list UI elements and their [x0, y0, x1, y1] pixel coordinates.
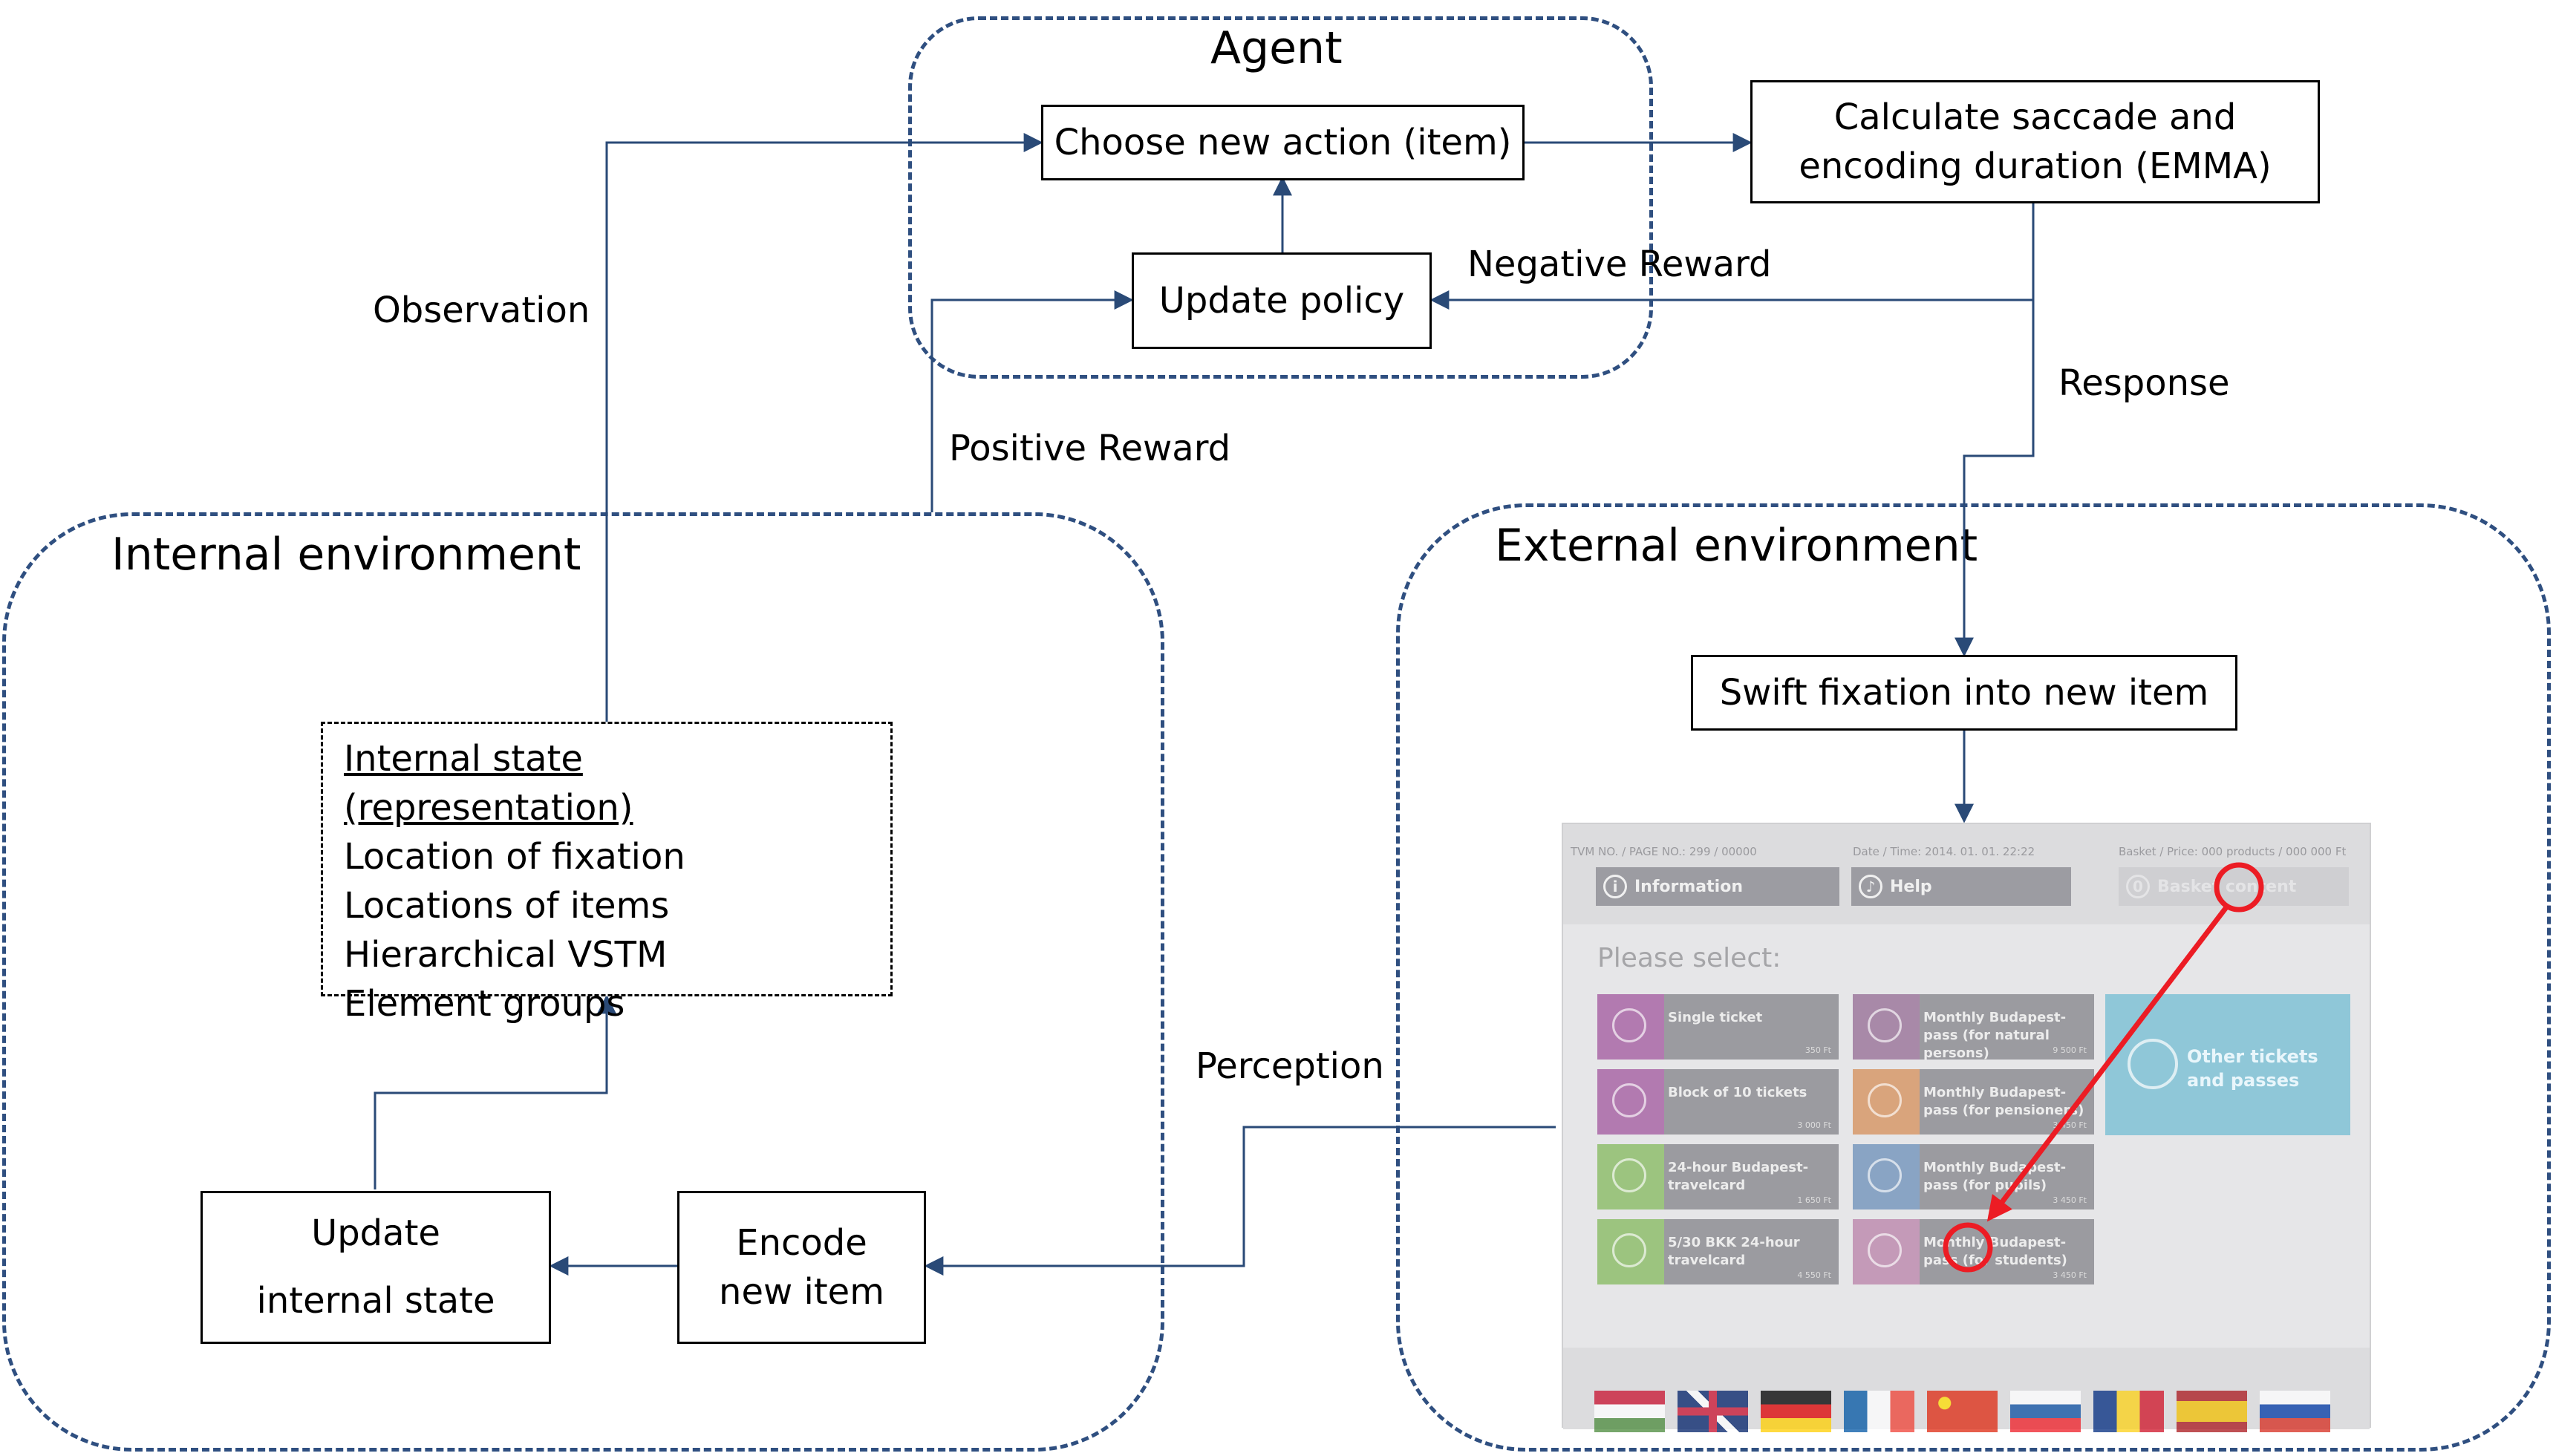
- kiosk-ticket-tile[interactable]: Block of 10 tickets 3 000 Ft: [1597, 1069, 1839, 1135]
- internal-state-box: Internal state (representation) Location…: [321, 722, 893, 1025]
- kiosk-other-tickets-tile[interactable]: Other tickets and passes: [2105, 994, 2350, 1135]
- book-icon: [1868, 1158, 1902, 1192]
- update-internal-state-box: Update internal state: [200, 1191, 551, 1344]
- kiosk-basket-label: Basket content: [2157, 877, 2297, 896]
- kiosk-other-tickets-label: Other tickets and passes: [2187, 1046, 2318, 1091]
- kiosk-tile-icon-area: [1853, 1219, 1920, 1284]
- kiosk-basket-button[interactable]: 0 Basket content: [2119, 867, 2349, 906]
- germany-flag[interactable]: [1761, 1391, 1831, 1432]
- kiosk-tile-price: 9 500 Ft: [2053, 1045, 2087, 1055]
- calculate-saccade-box: Calculate saccade and encoding duration …: [1750, 80, 2320, 203]
- hungary-flag[interactable]: [1594, 1391, 1665, 1432]
- kiosk-ticket-tile[interactable]: Monthly Budapest-pass (for pensioners) 3 …: [1853, 1069, 2094, 1135]
- kiosk-tile-icon-area: [1853, 994, 1920, 1060]
- kiosk-language-bar: [1563, 1348, 2370, 1432]
- internal-state-title: Internal state (representation): [344, 738, 633, 829]
- swift-fixation-box: Swift fixation into new item: [1691, 655, 2237, 731]
- kiosk-tile-label: Monthly Budapest-pass (for pensioners): [1923, 1085, 2084, 1118]
- agent-region-title: Agent: [1210, 22, 1343, 74]
- kiosk-header-right: Basket / Price: 000 products / 000 000 F…: [2119, 845, 2347, 858]
- kiosk-tile-price: 1 650 Ft: [1797, 1195, 1831, 1205]
- observation-label: Observation: [373, 290, 590, 331]
- kiosk-header: TVM NO. / PAGE NO.: 299 / 00000 Date / T…: [1563, 824, 2370, 924]
- internal-state-item: Location of fixation: [344, 836, 685, 878]
- kiosk-tile-icon-area: [1597, 1144, 1664, 1209]
- speaker-icon: ♪: [1859, 875, 1882, 898]
- kiosk-tile-price: 4 550 Ft: [1797, 1270, 1831, 1280]
- kiosk-tile-price: 3 000 Ft: [1797, 1120, 1831, 1130]
- internal-environment-title: Internal environment: [111, 529, 581, 581]
- kiosk-tile-icon-area: [1597, 1069, 1664, 1135]
- perception-label: Perception: [1196, 1045, 1384, 1087]
- update-policy-box: Update policy: [1132, 252, 1432, 349]
- kiosk-tile-label: 24-hour Budapest-travelcard: [1668, 1160, 1809, 1193]
- kiosk-tile-price: 3 450 Ft: [2053, 1120, 2087, 1130]
- kiosk-tile-icon-area: [1597, 994, 1664, 1060]
- kiosk-help-label: Help: [1890, 877, 1932, 896]
- positive-reward-label: Positive Reward: [949, 428, 1231, 469]
- spain-flag[interactable]: [2177, 1391, 2247, 1432]
- kiosk-tile-icon-area: [1853, 1069, 1920, 1135]
- china-flag[interactable]: [1927, 1391, 1998, 1432]
- person-icon: [1868, 1008, 1902, 1042]
- kiosk-tile-icon-area: [1853, 1144, 1920, 1209]
- kiosk-help-button[interactable]: ♪ Help: [1851, 867, 2071, 906]
- kiosk-ticket-tile[interactable]: Monthly Budapest-pass (for students) 3 45…: [1853, 1219, 2094, 1284]
- kiosk-ticket-tile[interactable]: Monthly Budapest-pass (for natural perso…: [1853, 994, 2094, 1061]
- ticket-icon: [1612, 1008, 1646, 1042]
- france-flag[interactable]: [1844, 1391, 1914, 1432]
- encode-new-item-box: Encode new item: [677, 1191, 926, 1344]
- ticket-kiosk-screen: TVM NO. / PAGE NO.: 299 / 00000 Date / T…: [1562, 823, 2371, 1432]
- internal-environment-region: [2, 512, 1164, 1452]
- kiosk-please-select: Please select:: [1597, 943, 1781, 973]
- graduation-cap-icon: [1868, 1233, 1902, 1267]
- kiosk-header-left: TVM NO. / PAGE NO.: 299 / 00000: [1571, 845, 1757, 858]
- info-icon: i: [1603, 875, 1627, 898]
- kiosk-tile-label: Monthly Budapest-pass (for pupils): [1923, 1160, 2067, 1193]
- romania-flag[interactable]: [2093, 1391, 2164, 1432]
- internal-state-item: Locations of items: [344, 885, 670, 927]
- kiosk-information-label: Information: [1634, 877, 1743, 896]
- kiosk-tile-icon-area: [1597, 1219, 1664, 1284]
- kiosk-ticket-tile[interactable]: 24-hour Budapest-travelcard 1 650 Ft: [1597, 1144, 1839, 1209]
- kiosk-tile-price: 350 Ft: [1804, 1045, 1831, 1055]
- response-label: Response: [2058, 362, 2230, 404]
- 24h-icon: [1612, 1158, 1646, 1192]
- uk-flag[interactable]: [1678, 1391, 1748, 1432]
- kiosk-tile-price: 3 450 Ft: [2053, 1195, 2087, 1205]
- internal-state-item: Hierarchical VSTM: [344, 934, 668, 976]
- kiosk-ticket-tile[interactable]: Single ticket 350 Ft: [1597, 994, 1839, 1060]
- ticket-stack-icon: [2128, 1039, 2178, 1089]
- kiosk-tile-price: 3 450 Ft: [2053, 1270, 2087, 1280]
- kiosk-information-button[interactable]: i Information: [1596, 867, 1839, 906]
- russia-flag[interactable]: [2260, 1391, 2330, 1432]
- ticket-block-icon: [1612, 1083, 1646, 1117]
- kiosk-ticket-tile[interactable]: 5/30 BKK 24-hour travelcard 4 550 Ft: [1597, 1219, 1839, 1284]
- kiosk-tile-label: Monthly Budapest-pass (for students): [1923, 1235, 2067, 1268]
- kiosk-ticket-tile[interactable]: Monthly Budapest-pass (for pupils) 3 450 …: [1853, 1144, 2094, 1209]
- choose-action-box: Choose new action (item): [1041, 105, 1525, 180]
- pentagon-icon: [1868, 1083, 1902, 1117]
- external-environment-title: External environment: [1495, 520, 1978, 572]
- negative-reward-label: Negative Reward: [1467, 244, 1772, 285]
- kiosk-tile-label: Single ticket: [1668, 1010, 1763, 1025]
- 5-30-icon: [1612, 1233, 1646, 1267]
- kiosk-tile-label: Block of 10 tickets: [1668, 1085, 1807, 1100]
- kiosk-tile-label: 5/30 BKK 24-hour travelcard: [1668, 1235, 1800, 1268]
- kiosk-header-mid: Date / Time: 2014. 01. 01. 22:22: [1853, 845, 2035, 858]
- internal-state-item: Element groups: [344, 983, 625, 1025]
- basket-icon: 0: [2126, 875, 2150, 898]
- slovakia-flag[interactable]: [2010, 1391, 2081, 1432]
